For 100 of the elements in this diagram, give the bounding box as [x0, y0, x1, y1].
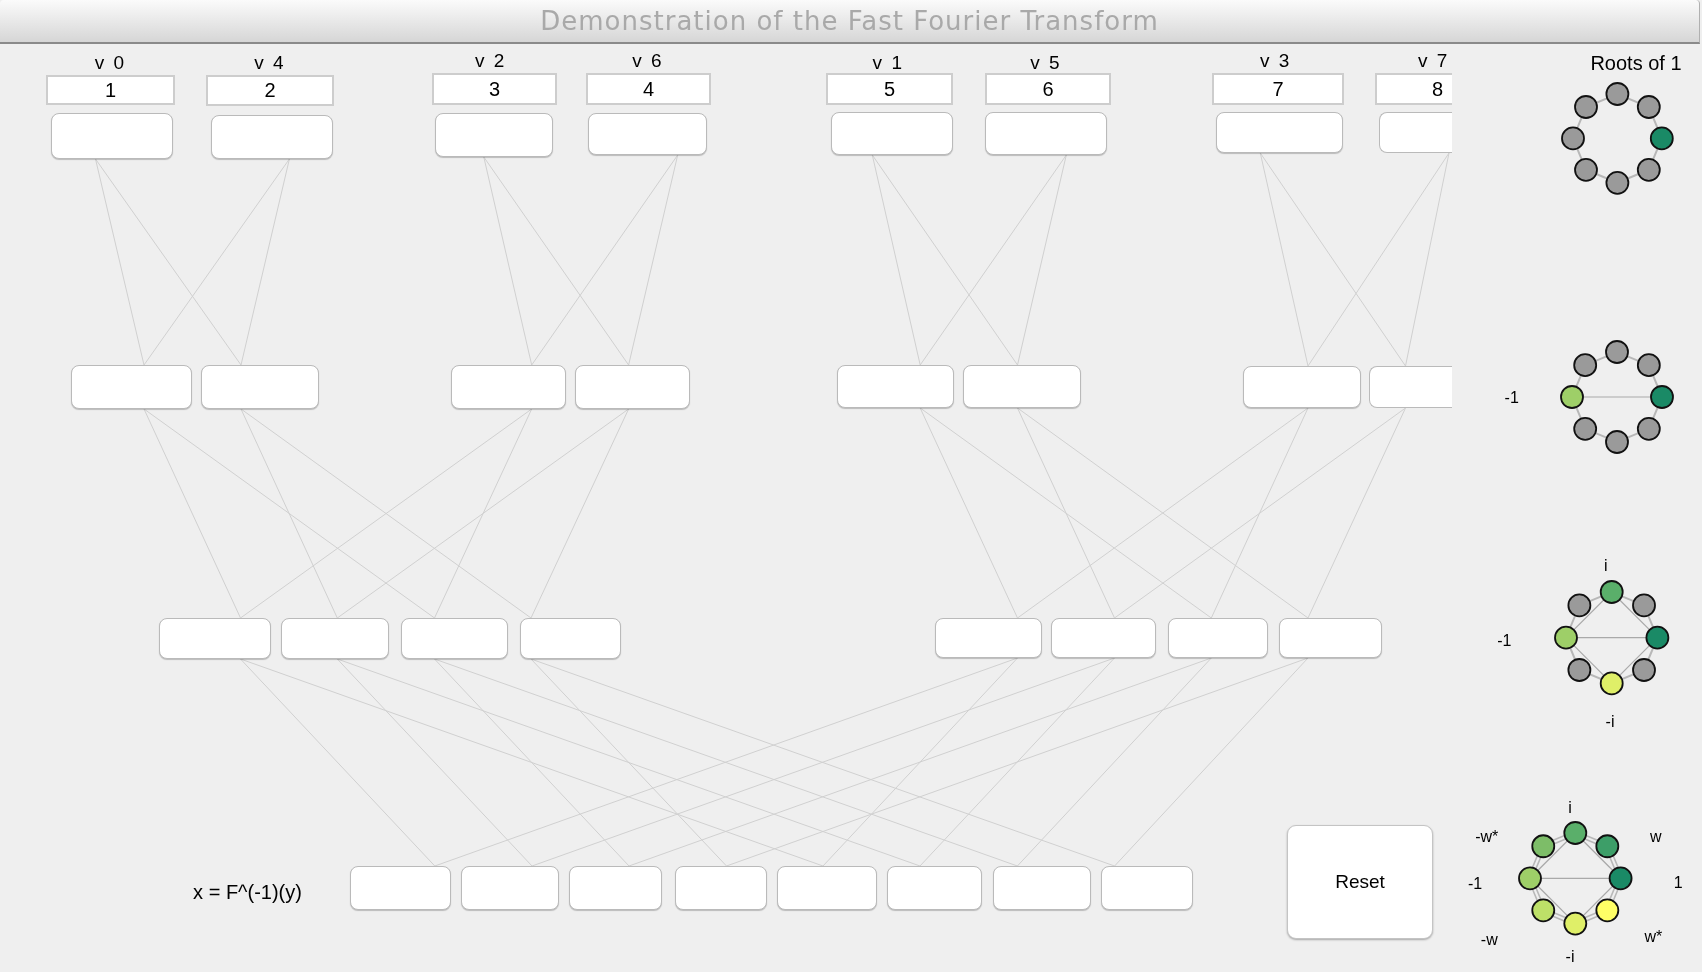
panel-heading: Roots of 1 — [1590, 51, 1682, 75]
crossing-connector-lines — [434, 657, 1018, 867]
root-label: 1 — [1673, 873, 1683, 892]
connector-line — [95, 158, 242, 366]
value-field: 8 — [1375, 73, 1452, 105]
result-field — [1168, 618, 1268, 658]
connector-line — [143, 158, 290, 366]
result-field — [831, 112, 953, 155]
result-field — [159, 618, 271, 659]
connector-line — [871, 154, 1018, 366]
result-field — [935, 618, 1042, 658]
connector-line — [483, 156, 630, 366]
connector-line — [1307, 407, 1406, 619]
result-field — [588, 113, 707, 155]
connector-line — [434, 658, 630, 867]
connector-line — [1210, 407, 1309, 619]
connector-line — [240, 158, 290, 366]
value-field: 2 — [206, 75, 334, 106]
crossing-connector-lines — [530, 657, 1116, 867]
result-field — [985, 112, 1107, 155]
result-field — [993, 866, 1091, 910]
root-label: -i — [1605, 713, 1615, 732]
connector-line — [1114, 657, 1309, 867]
root-label: i — [1568, 799, 1572, 818]
connector-line — [95, 158, 145, 366]
result-field — [1369, 366, 1452, 408]
result-field — [675, 866, 767, 910]
result-field — [1279, 618, 1382, 658]
connector-line — [919, 657, 1115, 867]
result-field — [281, 618, 389, 659]
result-field — [350, 866, 451, 910]
connector-line — [336, 658, 533, 867]
result-field — [435, 113, 553, 157]
connector-line — [628, 154, 679, 366]
connector-line — [1307, 152, 1450, 367]
result-field — [1051, 618, 1156, 658]
crossing-connector-lines — [1017, 407, 1309, 619]
connector-line — [822, 657, 1018, 867]
result-field — [575, 365, 690, 409]
result-field — [569, 866, 662, 910]
result-field — [777, 866, 877, 910]
result-field — [71, 365, 192, 409]
result-field — [1101, 866, 1193, 910]
result-field — [401, 618, 508, 659]
connector-line — [240, 658, 436, 867]
result-field — [1243, 366, 1361, 408]
result-field — [1216, 112, 1343, 153]
connector-line — [1259, 152, 1309, 367]
field-label: v 2 — [474, 50, 505, 72]
connector-line — [871, 154, 921, 366]
connector-line — [919, 154, 1067, 366]
connector-line — [531, 154, 679, 366]
connector-line — [1259, 152, 1406, 367]
connector-line — [483, 156, 533, 366]
connector-line — [530, 408, 630, 619]
connector-line — [1017, 154, 1067, 366]
connector-line — [919, 407, 1018, 619]
root-label: -i — [1565, 948, 1575, 967]
value-field: 3 — [432, 73, 557, 105]
result-field — [51, 113, 173, 159]
connector-line — [1405, 152, 1450, 367]
result-field — [1379, 112, 1452, 153]
root-label: -w* — [1475, 828, 1499, 847]
value-field: 7 — [1212, 73, 1344, 105]
connector-line — [628, 657, 1212, 867]
title: Demonstration of the Fast Fourier Transform — [540, 6, 1159, 36]
result-field — [837, 365, 954, 408]
crossing-connector-lines — [240, 408, 533, 619]
connector-line — [1114, 407, 1406, 619]
result-field — [451, 365, 566, 409]
result-field — [520, 618, 621, 659]
connector-line — [726, 657, 1309, 867]
root-label: -w — [1480, 930, 1498, 950]
value-field: 6 — [985, 73, 1111, 105]
field-label: v 4 — [254, 52, 284, 74]
root-label: i — [1603, 556, 1608, 575]
value-field: 5 — [826, 73, 953, 105]
connector-line — [143, 408, 435, 619]
root-label: -1 — [1467, 874, 1483, 894]
connector-line — [143, 408, 241, 619]
connector-line — [1016, 657, 1212, 867]
root-label: -1 — [1497, 631, 1512, 650]
root-label: -1 — [1504, 388, 1519, 408]
connector-line — [530, 658, 727, 867]
connector-line — [240, 658, 824, 867]
field-label: v 1 — [872, 52, 902, 74]
value-field: 4 — [586, 73, 711, 105]
connector-line — [919, 407, 1212, 619]
root-label: w — [1649, 828, 1662, 847]
connector-line — [1017, 407, 1115, 619]
result-field — [211, 115, 333, 159]
connector-line — [240, 408, 338, 619]
result-field — [887, 866, 982, 910]
formula-label: x = F^(-1)(y) — [193, 880, 302, 904]
field-label: v 3 — [1260, 49, 1290, 72]
result-field — [201, 365, 319, 409]
root-label: w* — [1644, 927, 1663, 946]
field-label: v 0 — [94, 52, 125, 74]
connector-line — [336, 658, 921, 867]
result-field — [460, 866, 559, 910]
